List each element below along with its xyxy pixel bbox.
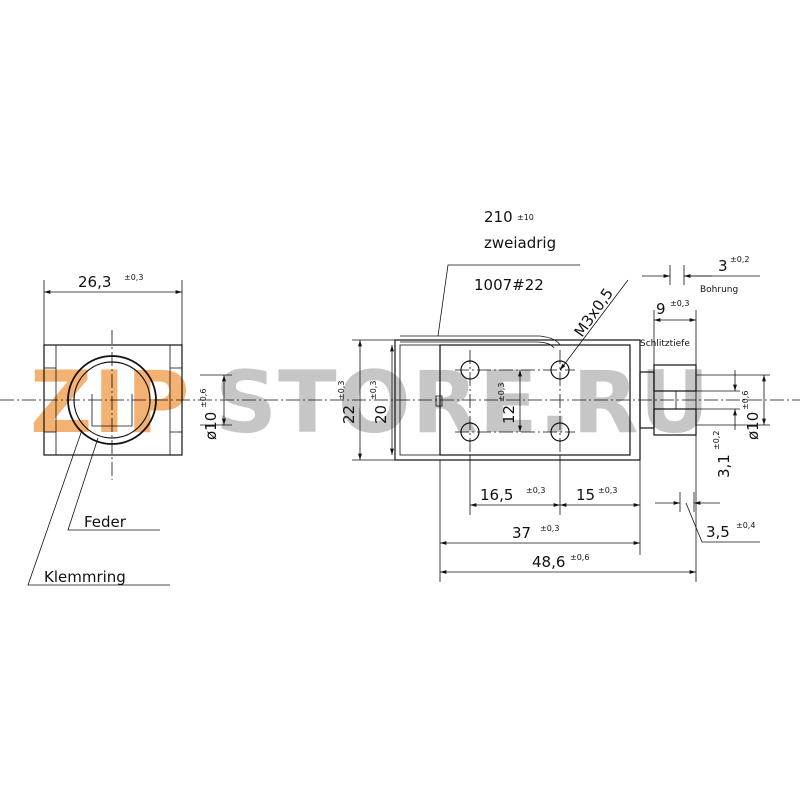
plunger-dia-tol: ±0,6 <box>741 391 750 410</box>
height-outer-value: 22 <box>340 405 358 424</box>
height-body-tol: ±0,3 <box>369 381 378 400</box>
feder-leader <box>67 437 160 531</box>
stroke-leader <box>685 502 760 543</box>
front-bore-value: ø10 <box>202 412 220 440</box>
slot-pos-tol: ±0,3 <box>670 299 689 308</box>
wire-spec-label: 1007#22 <box>474 276 544 294</box>
plunger-head-bottom <box>653 408 697 436</box>
hole-spacing-h-tol: ±0,3 <box>598 486 617 495</box>
side-view: 210 ±10 zweiadrig 1007#22 M3x0,5 22 ±0,3… <box>337 208 770 582</box>
plunger-head-top <box>653 364 697 392</box>
cable-leader <box>437 264 580 337</box>
cable-type-label: zweiadrig <box>484 234 556 252</box>
stroke-tol: ±0,4 <box>736 521 755 530</box>
bore-width-value: 3 <box>718 257 728 275</box>
hole-spacing-v-tol: ±0,3 <box>497 383 506 402</box>
front-bore-tol: ±0,6 <box>199 389 208 408</box>
front-view: 26,3 ±0,3 ø10 ±0,6 Feder Klemmring <box>27 273 232 586</box>
body-length-tol: ±0,3 <box>540 524 559 533</box>
klemmring-label: Klemmring <box>44 568 126 586</box>
hole-spacing-h-value: 15 <box>576 486 595 504</box>
body-length-value: 37 <box>512 524 531 542</box>
front-body-inner <box>55 344 171 456</box>
total-length-tol: ±0,6 <box>570 553 589 562</box>
slot-depth-tol: ±0,2 <box>712 431 721 450</box>
klemmring-leader <box>27 429 170 586</box>
watermark-zip: ZIP <box>30 353 190 453</box>
slot-label: Schlitztiefe <box>640 339 690 349</box>
slot-depth-value: 3,1 <box>715 454 733 478</box>
hole-offset-tol: ±0,3 <box>526 486 545 495</box>
width-dim-tol: ±0,3 <box>124 273 143 282</box>
cable-length-tol: ±10 <box>517 213 534 222</box>
bore-width-tol: ±0,2 <box>730 255 749 264</box>
cable-length-value: 210 <box>484 208 513 226</box>
plunger-dia-value: ø10 <box>744 412 762 440</box>
bore-label: Bohrung <box>700 285 738 295</box>
thread-label: M3x0,5 <box>571 285 617 341</box>
slot-pos-value: 9 <box>656 300 666 318</box>
total-length-value: 48,6 <box>532 553 565 571</box>
stroke-value: 3,5 <box>706 523 730 541</box>
hole-offset-value: 16,5 <box>480 486 513 504</box>
hole-spacing-v-value: 12 <box>500 405 518 424</box>
thread-leader <box>559 279 629 371</box>
feder-label: Feder <box>84 513 127 531</box>
width-dim-value: 26,3 <box>78 273 111 291</box>
plunger-stem <box>639 371 655 429</box>
plunger-slot <box>675 390 697 410</box>
height-outer-tol: ±0,3 <box>337 381 346 400</box>
height-body-value: 20 <box>372 405 390 424</box>
